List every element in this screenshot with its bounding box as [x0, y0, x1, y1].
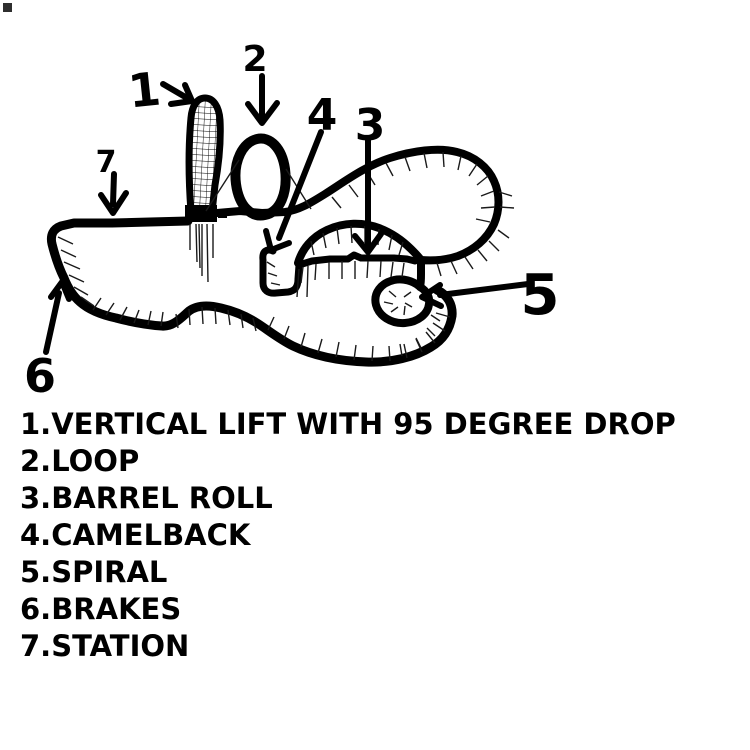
- hatch-bottom-left: [92, 297, 164, 327]
- camelback-pocket-baseline: [259, 246, 419, 297]
- hatch-right-blob-top: [331, 151, 496, 223]
- hatch-bottom-sweep: [267, 312, 451, 362]
- hatch-below-lift: [189, 223, 214, 283]
- hatch-spiral-outside: [399, 314, 441, 357]
- loop: [230, 133, 291, 221]
- arrow-5: [419, 281, 531, 309]
- arrow-4: [263, 129, 324, 253]
- marker-1: 1: [126, 62, 163, 119]
- arrow-3: [352, 137, 384, 255]
- arrow-6: [43, 279, 72, 355]
- arrow-1: [160, 81, 195, 107]
- legend-item-station: 7.STATION: [20, 628, 190, 664]
- hatch-below-baseline: [296, 260, 405, 298]
- marker-7: 7: [96, 145, 117, 180]
- legend-item-vertical-lift: 1.VERTICAL LIFT WITH 95 DEGREE DROP: [20, 406, 676, 442]
- hatch-bump-ticks: [175, 306, 257, 332]
- legend-item-barrel-roll: 3.BARREL ROLL: [20, 480, 273, 516]
- hatch-marks: [57, 151, 515, 362]
- legend-item-brakes: 6.BRAKES: [20, 591, 182, 627]
- marker-2: 2: [242, 39, 267, 80]
- marker-3: 3: [355, 100, 386, 151]
- hatch-left-edge: [57, 236, 95, 307]
- hatch-right-blob-bottom: [436, 191, 515, 277]
- annotation-arrows: [43, 73, 531, 355]
- main-track-outline: [46, 216, 457, 367]
- marker-5: 5: [521, 263, 560, 328]
- spiral: [371, 275, 434, 328]
- marker-6: 6: [24, 349, 56, 403]
- corner-artifact-mark: [3, 3, 12, 12]
- legend-item-camelback: 4.CAMELBACK: [20, 517, 251, 553]
- legend-item-loop: 2.LOOP: [20, 443, 140, 479]
- marker-4: 4: [307, 90, 338, 141]
- hatch-spiral-inside: [383, 290, 413, 316]
- right-blob-track: [213, 145, 503, 265]
- arrow-2: [245, 73, 280, 126]
- legend: 1.VERTICAL LIFT WITH 95 DEGREE DROP 2.LO…: [20, 406, 676, 665]
- barrel-roll-hump: [294, 219, 425, 291]
- arrow-7: [98, 171, 129, 216]
- legend-item-spiral: 5.SPIRAL: [20, 554, 168, 590]
- vertical-lift-tower: [185, 94, 224, 216]
- hatch-pocket-inside: [266, 261, 281, 286]
